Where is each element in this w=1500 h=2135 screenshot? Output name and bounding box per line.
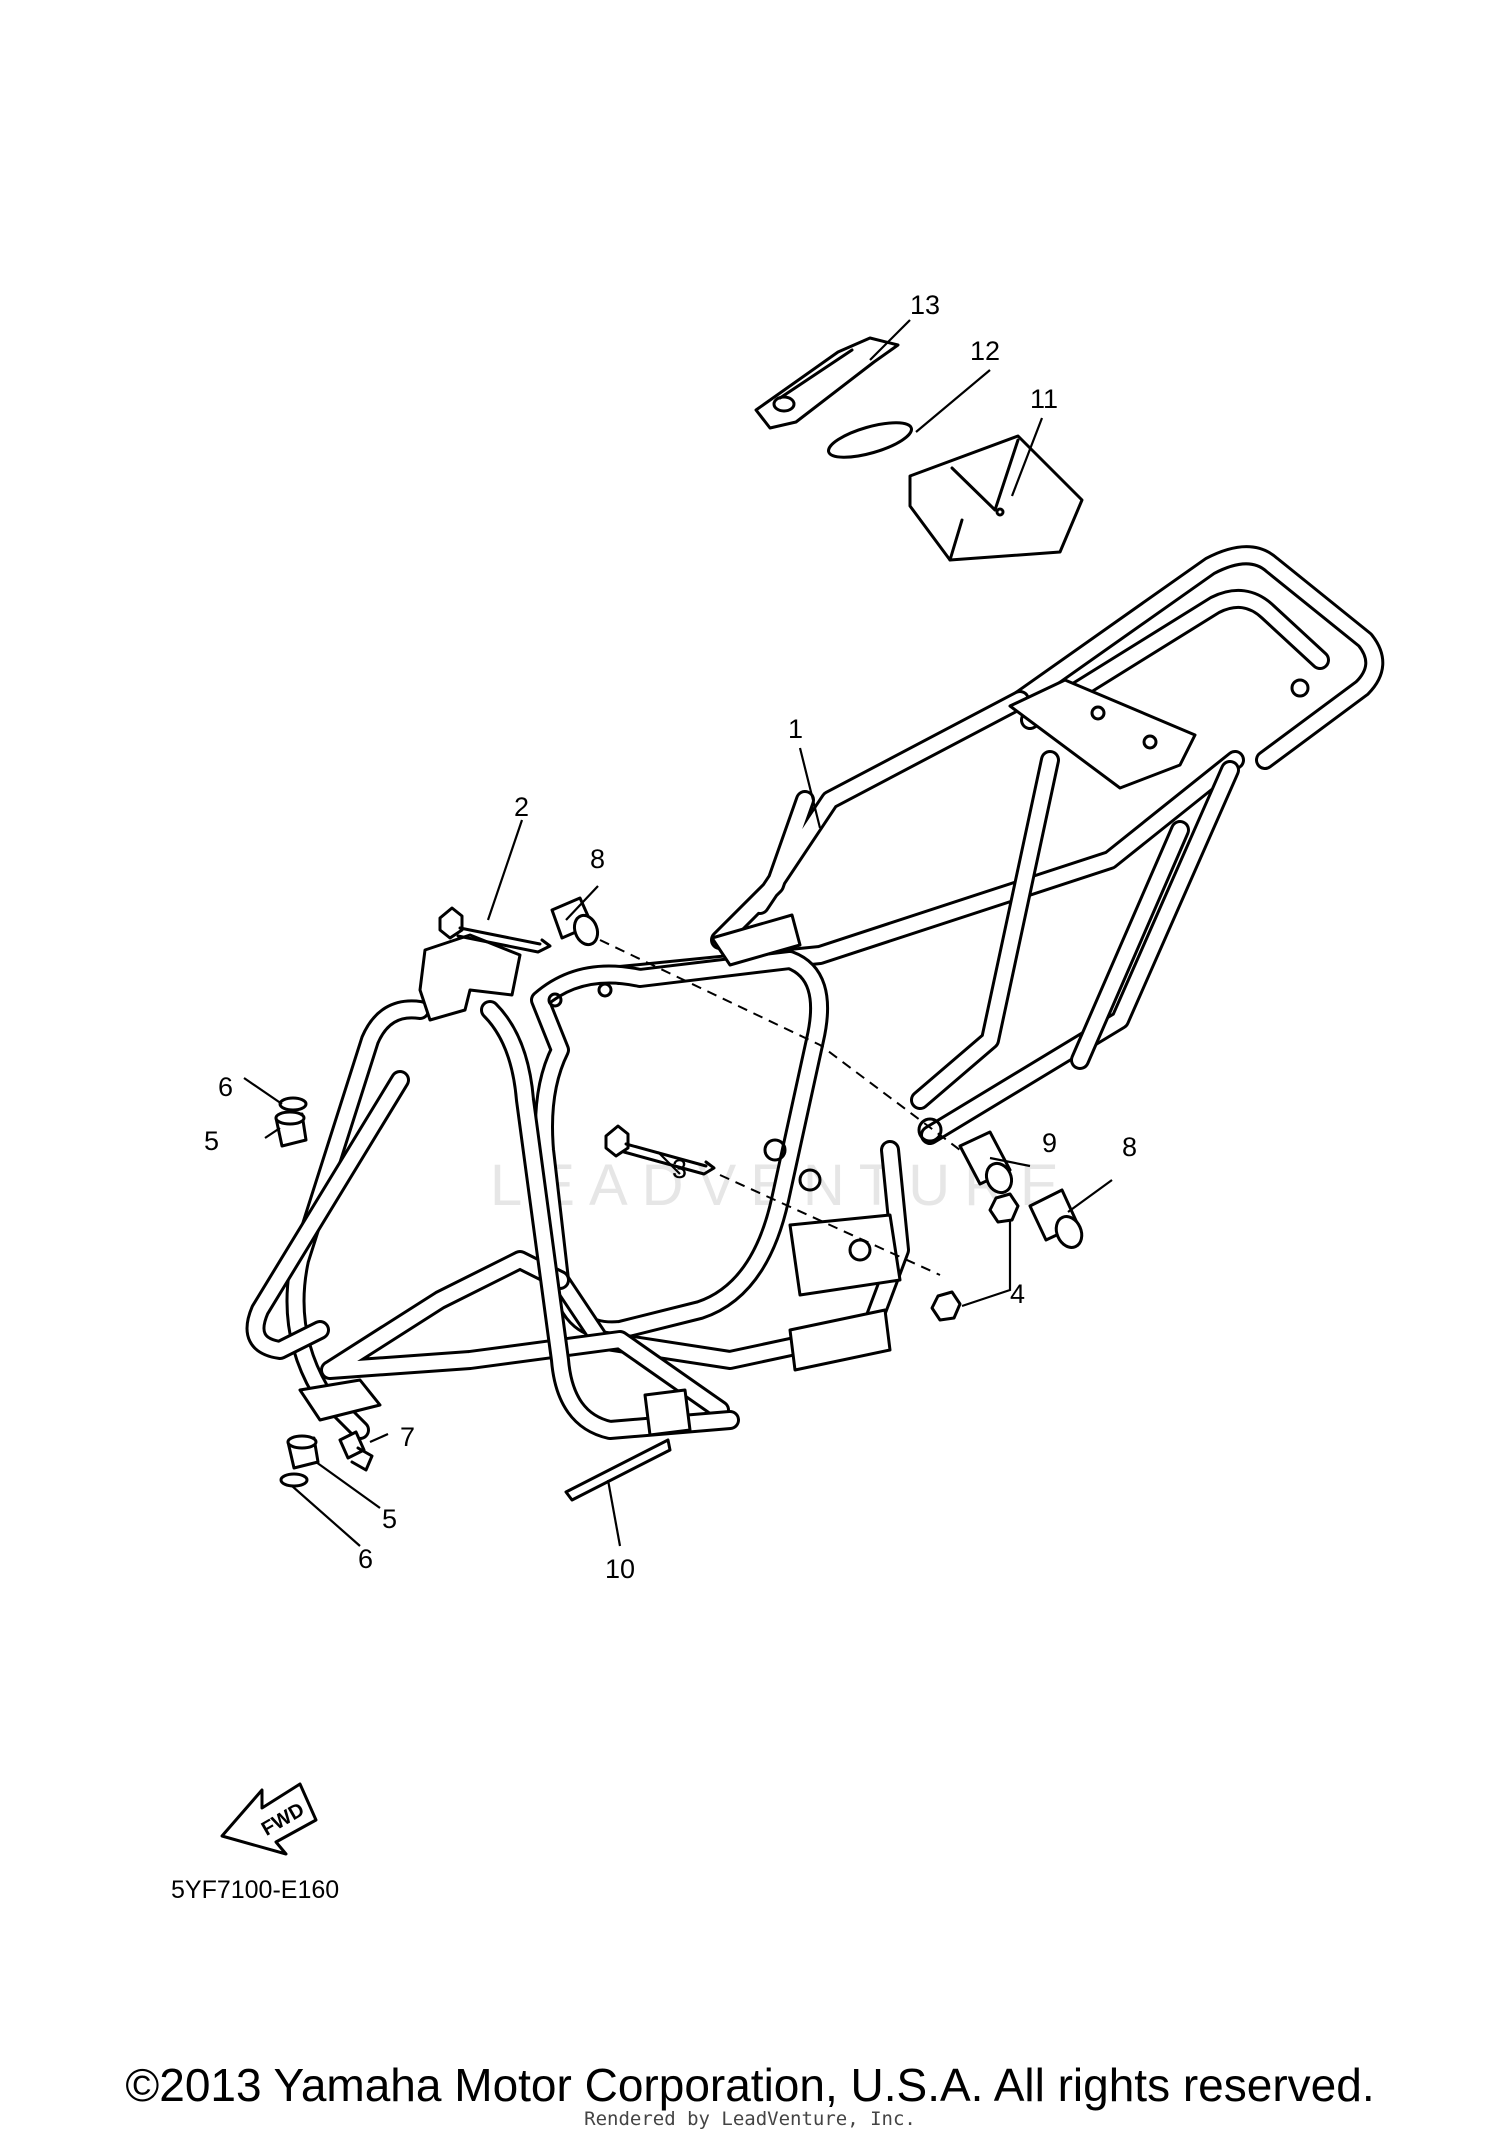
copyright-text: ©2013 Yamaha Motor Corporation, U.S.A. A… [125,2059,1375,2111]
diagram-code: 5YF7100-E160 [171,1876,340,1904]
part-12-band [827,421,913,459]
leader-lines [243,319,1113,1547]
part-13-grip [754,336,900,430]
part-9-spacer [958,1130,1014,1195]
callout-6-upper: 6 [218,1072,233,1102]
part-1-frame [245,545,1385,1440]
callout-8-right: 8 [1122,1132,1137,1162]
callout-13: 13 [910,290,940,320]
part-5-bushing-upper [274,1110,308,1148]
callout-5-upper: 5 [204,1126,219,1156]
part-2-bolt [438,906,552,954]
part-11-bag [908,434,1084,562]
part-7-bolt [338,1430,374,1472]
callout-12: 12 [970,336,1000,366]
centerline-lower [719,1174,941,1276]
callout-10: 10 [605,1554,635,1584]
callout-6-lower: 6 [358,1544,373,1574]
part-3-bolt [604,1124,716,1176]
part-4-nuts [930,1192,1020,1322]
part-8-collar-upper [550,896,600,947]
callout-labels: 1 2 3 4 5 5 6 6 7 8 8 9 10 11 12 13 [204,290,1137,1584]
centerline-upper [599,939,1001,1181]
callout-1: 1 [788,714,803,744]
callout-9: 9 [1042,1128,1057,1158]
callout-4: 4 [1010,1279,1025,1309]
part-6-washer-lower [279,1472,309,1488]
fwd-arrow-icon: FWD [220,1782,318,1856]
callout-2: 2 [514,792,529,822]
callout-5-lower: 5 [382,1504,397,1534]
part-10-plate [564,1438,672,1502]
part-8-collar-right [1028,1188,1084,1249]
part-5-bushing-lower [286,1434,320,1470]
callout-3: 3 [672,1154,687,1184]
callout-7: 7 [400,1422,415,1452]
callout-8-upper: 8 [590,844,605,874]
rendered-by-text: Rendered by LeadVenture, Inc. [584,2108,916,2130]
part-6-washer-upper [278,1096,308,1112]
callout-11: 11 [1030,384,1058,414]
